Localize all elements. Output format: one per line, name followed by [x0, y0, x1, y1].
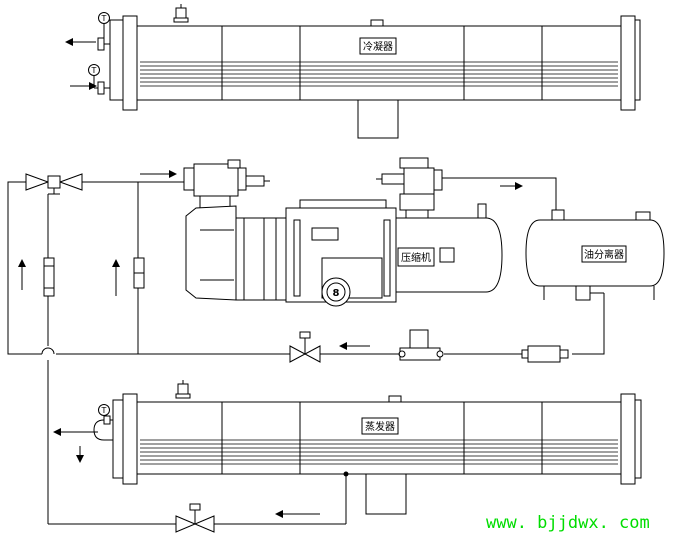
sight-glass	[133, 257, 145, 289]
compressor-oil-sight-glass	[321, 277, 351, 307]
condenser-safety-valve	[173, 4, 189, 23]
expansion-valve-lower	[175, 503, 215, 533]
evaporator-refrigerant-inlet	[343, 471, 349, 477]
condenser-water-pipes	[93, 20, 110, 95]
evaporator-label: 蒸发器	[365, 420, 395, 433]
oil-return-pipe	[444, 293, 605, 355]
condenser-thermometer-top	[98, 12, 110, 24]
compressor-label: 压缩机	[401, 251, 431, 264]
oil-return-filter	[521, 345, 569, 363]
condenser-tube-bundle	[140, 61, 618, 87]
three-way-valve	[25, 173, 83, 195]
condenser-thermometer-bottom-symbol: T	[91, 66, 97, 75]
evaporator-thermometer	[98, 404, 110, 416]
liquid-loop-pipes	[7, 181, 400, 525]
discharge-pipe	[442, 177, 557, 210]
oil-separator	[525, 209, 665, 301]
suction-stop-valve	[183, 159, 270, 215]
compressor-oil-reservoir	[395, 203, 503, 293]
filter-drier	[43, 257, 55, 297]
condenser-thermometer-top-symbol: T	[101, 14, 107, 23]
watermark-text: www. bjjdwx. com	[486, 513, 650, 533]
evaporator-tube-bundle	[140, 439, 618, 465]
condenser-label: 冷凝器	[363, 40, 393, 53]
evaporator-thermometer-symbol: T	[101, 406, 107, 415]
oil-separator-label: 油分离器	[584, 248, 624, 261]
expansion-valve-upper	[289, 331, 321, 363]
compressor-motor	[185, 205, 287, 301]
evaporator	[112, 393, 642, 515]
evaporator-safety-valve	[175, 380, 191, 399]
condenser	[109, 15, 641, 139]
condenser-thermometer-bottom	[88, 64, 100, 76]
compressor-badge: 8	[333, 288, 340, 299]
discharge-stop-valve	[376, 157, 443, 219]
oil-return-solenoid-valve	[398, 329, 444, 361]
